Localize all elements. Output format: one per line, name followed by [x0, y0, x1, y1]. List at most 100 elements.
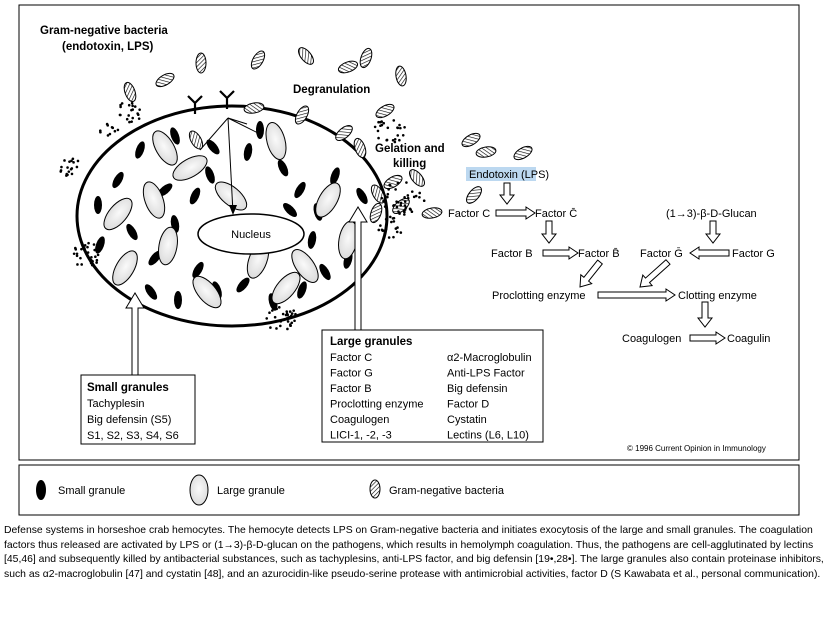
- particle: [290, 321, 294, 325]
- granule-item: Factor D: [447, 399, 489, 411]
- small-granule: [95, 236, 105, 254]
- particle: [390, 220, 393, 224]
- particle: [377, 136, 380, 140]
- bacterium-icon: [155, 72, 175, 88]
- bacteria-icon: [369, 479, 381, 499]
- particle: [386, 195, 389, 199]
- granule-item: Factor B: [330, 383, 372, 395]
- particle: [89, 261, 93, 265]
- caption-text: Defense systems in horseshoe crab hemocy…: [4, 525, 824, 580]
- bacteria-subtitle: (endotoxin, LPS): [62, 41, 154, 53]
- particle: [130, 120, 133, 123]
- particle: [408, 207, 412, 211]
- particle: [383, 205, 387, 208]
- particle: [412, 195, 416, 199]
- particle: [138, 108, 141, 111]
- diagram-frame: [18, 4, 800, 461]
- secreted-particles: [59, 101, 426, 331]
- particle: [65, 172, 69, 176]
- receptor-icon: [187, 90, 235, 114]
- particle: [80, 247, 83, 251]
- particle: [99, 130, 102, 134]
- factor-g-label: Factor G: [732, 248, 775, 260]
- large-granule: [172, 155, 208, 181]
- granule-item: Factor C: [330, 352, 372, 364]
- particle: [377, 228, 381, 232]
- signal-arrows: [199, 117, 263, 214]
- small-granule: [283, 203, 297, 217]
- granule-item: α2-Macroglobulin: [447, 352, 532, 364]
- particle: [277, 306, 281, 309]
- particle: [292, 309, 295, 312]
- small-granule: [126, 223, 138, 241]
- legend-frame: [18, 464, 800, 516]
- arrow: [597, 288, 676, 302]
- particle: [86, 251, 90, 254]
- particle: [113, 129, 117, 133]
- arrow: [639, 259, 671, 288]
- bacterium-icon: [335, 125, 353, 141]
- small-granule: [94, 196, 102, 214]
- small-granule: [189, 187, 201, 205]
- particle: [279, 320, 283, 323]
- clotting-label: Clotting enzyme: [678, 290, 757, 302]
- particle: [406, 196, 410, 200]
- arrow: [689, 246, 730, 260]
- bacterium-icon: [337, 60, 359, 74]
- legend-large-label: Large granule: [217, 485, 285, 497]
- particle: [79, 256, 82, 260]
- particle: [286, 313, 290, 317]
- particle: [285, 310, 289, 313]
- particle: [133, 105, 137, 108]
- particle: [382, 121, 386, 125]
- granule-item: Cystatin: [447, 414, 487, 426]
- bacterium-icon: [369, 202, 383, 224]
- small-granule: [319, 263, 331, 281]
- particle: [418, 195, 421, 199]
- particle: [67, 170, 71, 173]
- particle: [391, 138, 395, 142]
- gelation-label-2: killing: [393, 158, 426, 170]
- particle: [376, 129, 380, 133]
- particle: [275, 307, 278, 311]
- particle: [396, 200, 400, 204]
- particle: [125, 117, 129, 121]
- particle: [90, 263, 94, 267]
- small-granule: [192, 261, 204, 279]
- particle: [384, 227, 388, 231]
- bacterium-icon: [375, 103, 395, 119]
- arrow: [689, 331, 726, 345]
- particle: [127, 114, 130, 117]
- small-granule: [277, 159, 289, 177]
- particle: [384, 201, 387, 204]
- large-granule: [103, 197, 133, 231]
- particle: [93, 248, 96, 252]
- particle: [63, 159, 66, 162]
- particle: [394, 227, 398, 230]
- particle: [290, 312, 294, 315]
- particle: [393, 138, 397, 141]
- gelation-label-1: Gelation and: [375, 143, 445, 155]
- factor-c-label: Factor C: [448, 208, 490, 220]
- arrow: [704, 220, 722, 244]
- particle: [386, 192, 390, 196]
- large-granule-arrow: [348, 206, 368, 331]
- particle: [70, 167, 74, 170]
- granule-item: Factor G: [330, 368, 373, 380]
- particle: [399, 204, 403, 207]
- particle: [131, 104, 134, 108]
- particle: [398, 138, 401, 142]
- small-granule-arrow: [125, 292, 145, 376]
- granule-item: Lectins (L6, L10): [447, 430, 529, 442]
- particle: [294, 312, 297, 316]
- particle: [403, 195, 406, 199]
- particle: [292, 315, 295, 319]
- particle: [379, 124, 382, 128]
- particle: [111, 126, 115, 130]
- particle: [131, 116, 135, 120]
- particle: [90, 255, 93, 259]
- particle: [396, 134, 400, 137]
- particle: [386, 126, 390, 130]
- large-granule-icon: [189, 474, 209, 506]
- legend-bacteria-label: Gram-negative bacteria: [389, 485, 505, 497]
